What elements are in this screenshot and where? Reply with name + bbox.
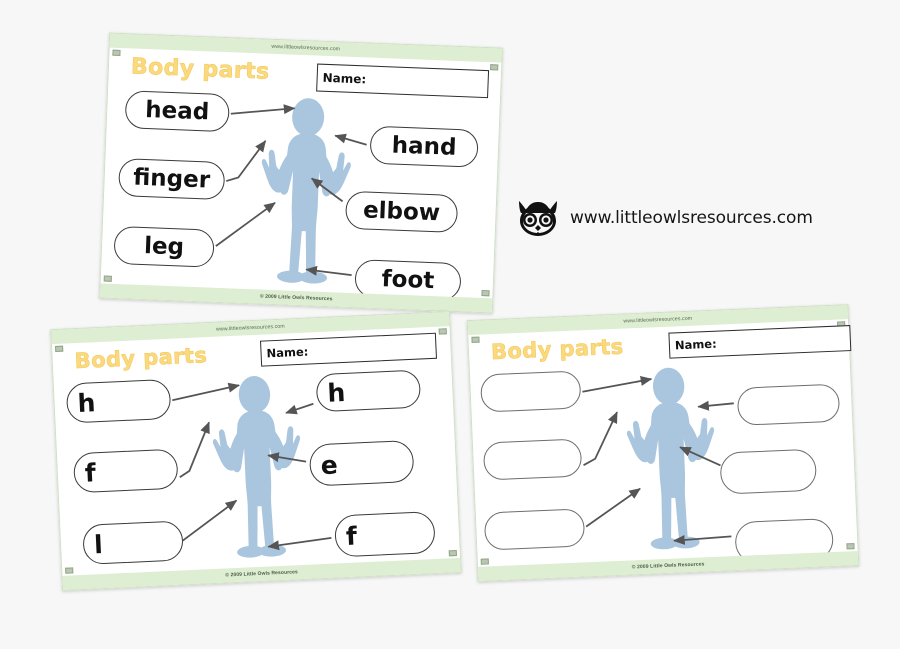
worksheet-page: www.littleowlsresources.com Body parts N…: [466, 304, 860, 582]
page-title: Body parts: [490, 334, 625, 365]
label-text: [482, 389, 580, 393]
label-text: e: [320, 449, 339, 480]
label-text: f: [84, 457, 97, 488]
name-field[interactable]: Name:: [668, 325, 852, 359]
footer-copyright-text: © 2009 Little Owls Resources: [225, 569, 298, 579]
label-text: [739, 403, 839, 407]
label-bubble-right-1[interactable]: h: [315, 369, 422, 413]
label-text: head: [144, 96, 210, 125]
brand-url-text: www.littleowlsresources.com: [570, 208, 813, 228]
label-bubble-left-2[interactable]: [482, 438, 583, 481]
footer-copyright-text: © 2009 Little Owls Resources: [259, 293, 333, 303]
label-text: f: [345, 521, 358, 551]
worksheet-content: Body parts Name:: [101, 48, 502, 302]
label-text: foot: [381, 265, 435, 294]
label-text: l: [93, 529, 104, 559]
label-bubble-right-1[interactable]: hand: [369, 125, 479, 168]
child-body-silhouette-icon: [206, 373, 311, 573]
label-bubble-left-1[interactable]: h: [65, 378, 172, 424]
worksheet-page: www.littleowlsresources.com Body parts N…: [99, 32, 503, 314]
worksheet-initial-letters[interactable]: www.littleowlsresources.com Body parts N…: [50, 311, 462, 591]
label-text: leg: [143, 232, 185, 261]
worksheet-labelled[interactable]: www.littleowlsresources.com Body parts N…: [99, 32, 503, 314]
label-bubble-left-3[interactable]: l: [82, 520, 184, 565]
worksheet-blank[interactable]: www.littleowlsresources.com Body parts N…: [466, 304, 860, 582]
label-bubble-right-3[interactable]: f: [334, 510, 436, 558]
header-url-text: www.littleowlsresources.com: [271, 43, 341, 53]
page-title: Body parts: [74, 343, 208, 374]
label-text: [721, 470, 815, 474]
label-text: h: [326, 377, 346, 408]
header-url-text: www.littleowlsresources.com: [623, 315, 693, 325]
footer-copyright-text: © 2009 Little Owls Resources: [631, 561, 705, 571]
label-bubble-left-1[interactable]: head: [124, 90, 230, 133]
name-label: Name:: [322, 70, 367, 87]
label-text: [486, 527, 584, 531]
header-url-text: www.littleowlsresources.com: [215, 323, 285, 333]
label-text: [736, 539, 832, 543]
name-label: Name:: [674, 336, 717, 353]
name-field[interactable]: Name:: [316, 63, 490, 99]
child-body-silhouette-icon: [252, 95, 358, 299]
name-label: Name:: [266, 344, 309, 361]
page-title: Body parts: [130, 54, 271, 85]
label-text: hand: [391, 131, 457, 161]
label-bubble-right-1[interactable]: [736, 383, 841, 426]
label-bubble-left-3[interactable]: [483, 508, 586, 551]
worksheet-content: Body parts Name:: [468, 319, 857, 567]
label-text: finger: [132, 164, 211, 194]
label-text: h: [76, 387, 97, 418]
label-bubble-left-2[interactable]: f: [72, 448, 179, 494]
label-bubble-left-1[interactable]: [479, 370, 582, 413]
label-text: [485, 457, 581, 461]
brand-logo: www.littleowlsresources.com: [516, 198, 813, 238]
owl-logo-icon: [516, 198, 560, 238]
name-field[interactable]: Name:: [260, 332, 437, 367]
worksheet-page: www.littleowlsresources.com Body parts N…: [50, 311, 462, 591]
label-bubble-right-2[interactable]: e: [308, 439, 415, 487]
label-bubble-left-3[interactable]: leg: [113, 225, 215, 268]
label-bubble-right-2[interactable]: elbow: [344, 190, 459, 234]
label-bubble-left-2[interactable]: finger: [117, 158, 226, 201]
child-body-silhouette-icon: [620, 365, 724, 565]
label-text: elbow: [362, 196, 441, 226]
label-bubble-right-2[interactable]: [719, 448, 818, 495]
worksheet-content: Body parts Name:: [52, 326, 460, 576]
